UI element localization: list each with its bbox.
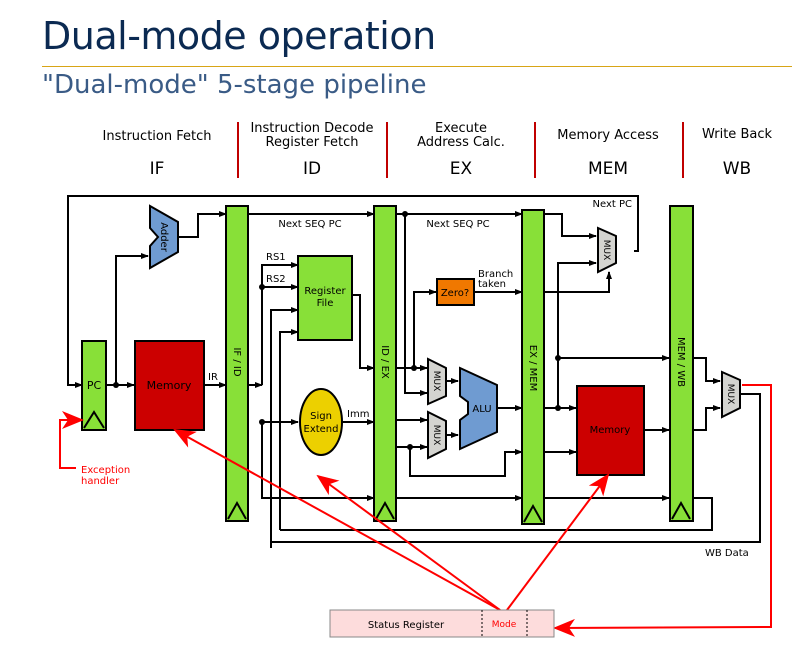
alu: ALU (459, 366, 498, 451)
wires (67, 195, 761, 548)
wb-data-label: WB Data (705, 548, 749, 559)
stage-headers: Instruction Fetch IF Instruction Decode … (103, 121, 773, 179)
exception-handler-arrow (59, 411, 84, 469)
signal-labels: Next SEQ PC Next SEQ PC Next PC RS1 RS2 … (208, 199, 749, 559)
register-file: Register File (297, 255, 353, 341)
if-id-register: IF / ID (225, 205, 249, 522)
stage-id-abbr: ID (303, 159, 321, 179)
data-memory-label: Memory (590, 425, 631, 436)
data-memory: Memory (576, 385, 645, 476)
pc-label: PC (87, 379, 102, 392)
next-pc-label: Next PC (593, 199, 633, 210)
zero-check: Zero? (436, 278, 475, 306)
exception-handler-label-2: handler (81, 476, 120, 487)
instruction-memory-label: Memory (147, 379, 192, 392)
junction-dots (113, 211, 561, 450)
if-id-label: IF / ID (231, 347, 242, 376)
stage-if-abbr: IF (150, 159, 165, 179)
mode-arrow-sign-extend (316, 474, 501, 611)
mux-label: MUX (601, 240, 611, 261)
mux-label: MUX (431, 425, 441, 446)
register-file-label-1: Register (304, 286, 346, 297)
next-seq-pc-label: Next SEQ PC (278, 219, 341, 230)
pc-register: PC (81, 340, 107, 431)
zero-label: Zero? (441, 288, 469, 299)
sign-extend-label-2: Extend (304, 424, 339, 435)
alu-label: ALU (472, 404, 491, 415)
mem-wb-register: MEM / WB (669, 205, 694, 522)
rs2-label: RS2 (266, 274, 286, 285)
id-ex-label: ID / EX (379, 345, 390, 379)
alu-mux-b: MUX (427, 410, 447, 460)
stage-id-name-line1: Instruction Decode (250, 121, 373, 136)
branch-taken-label-1: Branch (478, 269, 513, 280)
exception-handler-label-1: Exception (81, 465, 130, 476)
next-seq-pc-label: Next SEQ PC (426, 219, 489, 230)
register-file-label-2: File (317, 298, 334, 309)
branch-taken-label-2: taken (478, 279, 506, 290)
mode-arrow-data-memory (506, 473, 610, 611)
alu-mux-a: MUX (427, 357, 447, 406)
stage-wb-name: Write Back (702, 127, 772, 142)
ex-mem-register: EX / MEM (521, 209, 545, 525)
sign-extend-label-1: Sign (310, 411, 332, 422)
stage-mem-name: Memory Access (557, 128, 659, 143)
mux-label: MUX (431, 371, 441, 392)
id-ex-register: ID / EX (373, 205, 397, 522)
stage-if-name: Instruction Fetch (103, 129, 212, 144)
mode-annotations (59, 384, 772, 637)
status-register-label: Status Register (368, 620, 445, 631)
rs1-label: RS1 (266, 252, 286, 263)
page-subtitle: "Dual-mode" 5-stage pipeline (42, 70, 427, 100)
branch-mux: MUX (597, 226, 617, 274)
ex-mem-label: EX / MEM (527, 345, 538, 391)
mux-label: MUX (725, 384, 735, 405)
stage-ex-abbr: EX (450, 159, 473, 179)
writeback-to-status-arrow (553, 384, 772, 637)
page-title: Dual-mode operation (42, 14, 436, 58)
title-underline (42, 66, 792, 67)
instruction-memory: Memory (134, 340, 205, 431)
mem-wb-label: MEM / WB (675, 337, 686, 387)
adder: Adder (149, 204, 179, 270)
status-register: Status Register Mode (329, 609, 555, 638)
stage-wb-abbr: WB (723, 159, 751, 179)
ir-label: IR (208, 372, 218, 383)
stage-id-name-line2: Register Fetch (266, 135, 359, 150)
writeback-mux: MUX (721, 370, 741, 419)
adder-label: Adder (158, 222, 169, 253)
status-register-mode: Mode (492, 620, 517, 630)
stage-ex-name-line2: Address Calc. (417, 135, 505, 150)
stage-ex-name-line1: Execute (435, 121, 487, 136)
sign-extend: Sign Extend (299, 388, 343, 456)
stage-mem-abbr: MEM (588, 159, 628, 179)
imm-label: Imm (347, 409, 369, 420)
mode-arrow-instr-memory (173, 429, 501, 611)
